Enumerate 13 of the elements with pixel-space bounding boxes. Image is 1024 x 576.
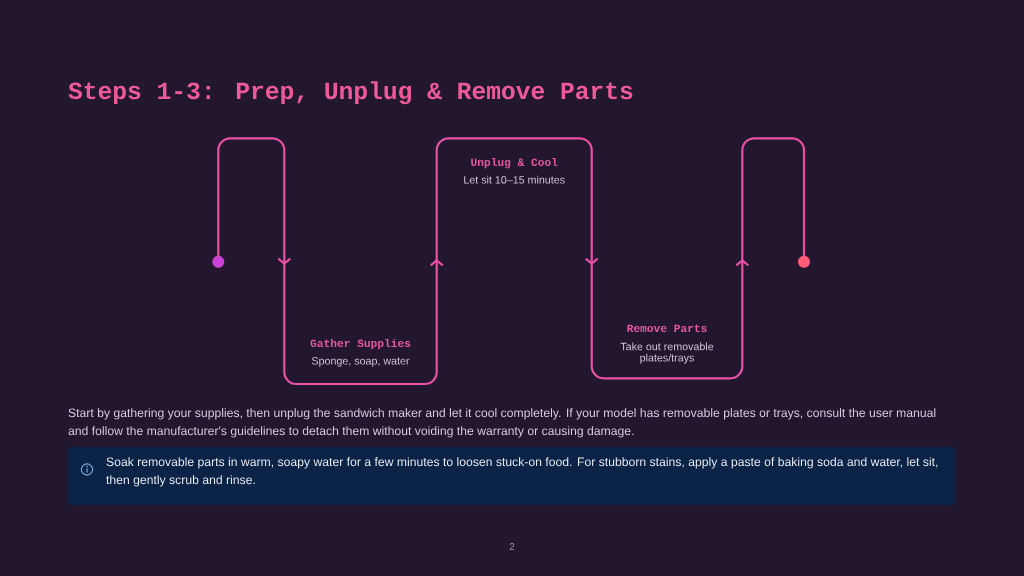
flow-line (217, 137, 362, 386)
step-heading: Unplug & Cool (471, 157, 558, 169)
step-description: Sponge, soap, water (311, 357, 410, 367)
callout-box: Soak removable parts in warm, soapy water for a few minutes to loosen stuck-on food. For stubborn stains, apply a paste of baking soda and water, let sit, then gently scrub and rinse. (68, 447, 956, 505)
step-description: Take out removable plates/trays (620, 342, 714, 364)
step-heading: Remove Parts (627, 324, 707, 333)
flow-line (359, 137, 516, 386)
title: Steps 1-3: Prep, Unplug & Remove Parts (68, 81, 633, 105)
step-heading: Gather Supplies (310, 338, 411, 350)
page-number: 2 (509, 543, 515, 550)
flow-line (513, 137, 669, 380)
step-description: Let sit 10–15 minutes (464, 175, 565, 184)
flow-line (665, 137, 806, 380)
